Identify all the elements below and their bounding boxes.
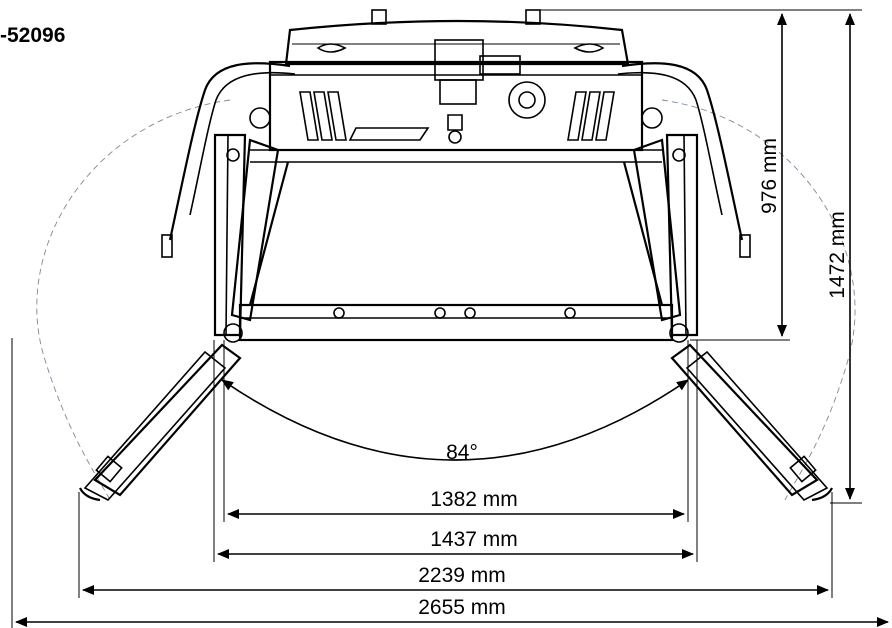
dim-label-976: 976 mm bbox=[758, 138, 781, 214]
angle-dimension: 84° bbox=[221, 379, 689, 464]
swing-arcs bbox=[36, 99, 856, 501]
part-number: -52096 bbox=[0, 24, 65, 47]
dim-label-1472: 1472 mm bbox=[826, 211, 849, 299]
main-frame bbox=[238, 39, 674, 342]
angle-label: 84° bbox=[446, 441, 478, 464]
right-arm bbox=[632, 107, 833, 502]
dim-label-1437: 1437 mm bbox=[430, 528, 518, 551]
dim-label-1382: 1382 mm bbox=[430, 488, 518, 511]
vertical-dimensions: 976 mm 1472 mm bbox=[540, 9, 862, 504]
hood-assembly bbox=[284, 9, 630, 66]
dim-label-2655: 2655 mm bbox=[418, 596, 506, 619]
left-arm bbox=[79, 107, 280, 502]
hydraulic-hoses bbox=[161, 62, 751, 258]
horizontal-dimensions: 1382 mm 1437 mm 2239 mm 2655 mm bbox=[11, 338, 889, 628]
dim-label-2239: 2239 mm bbox=[418, 564, 506, 587]
